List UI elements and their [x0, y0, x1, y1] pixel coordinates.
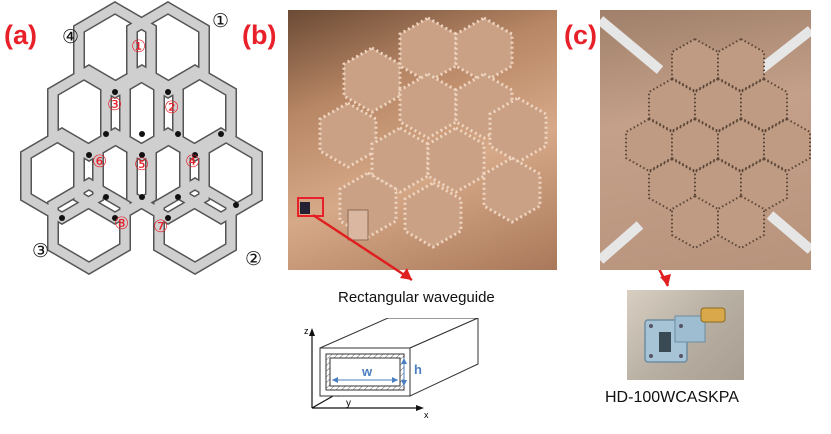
dim-w-label: w: [361, 364, 373, 379]
panel-c-label: (c): [564, 20, 597, 50]
waveguide-drawing: z y x w h: [304, 318, 479, 420]
port-2-label: ②: [245, 248, 262, 270]
axis-z-label: z: [304, 326, 309, 336]
junction-dots: [59, 89, 239, 221]
fabricated-plate-photo: [288, 10, 557, 270]
connector-photo: [627, 290, 744, 380]
port-3-label: ③: [32, 240, 49, 262]
panel-b-label: (b): [242, 20, 277, 50]
junction-4-label: ④: [185, 152, 200, 172]
junction-7-label: ⑦: [153, 217, 168, 237]
panel-a-label: (a): [4, 20, 37, 50]
junction-2-label: ②: [164, 98, 179, 118]
axis-y-label: y: [346, 398, 351, 409]
dim-h-label: h: [414, 362, 422, 377]
port-highlight-box: [297, 197, 324, 217]
port-4-label: ④: [62, 26, 79, 48]
port-1-label: ①: [212, 10, 229, 32]
axis-x-label: x: [424, 410, 429, 420]
connector-caption: HD-100WCASKPA: [605, 389, 739, 406]
junction-5-label: ⑤: [134, 155, 149, 175]
junction-1-label: ①: [131, 37, 146, 57]
junction-6-label: ⑥: [92, 152, 107, 172]
waveguide-title: Rectangular waveguide: [338, 289, 495, 306]
hex-network-schematic: ④ ① ③ ② ① ② ③ ④ ⑤ ⑥ ⑦ ⑧: [0, 0, 300, 290]
junction-8-label: ⑧: [114, 214, 129, 234]
junction-3-label: ③: [107, 95, 122, 115]
assembled-device-photo: [600, 10, 811, 270]
